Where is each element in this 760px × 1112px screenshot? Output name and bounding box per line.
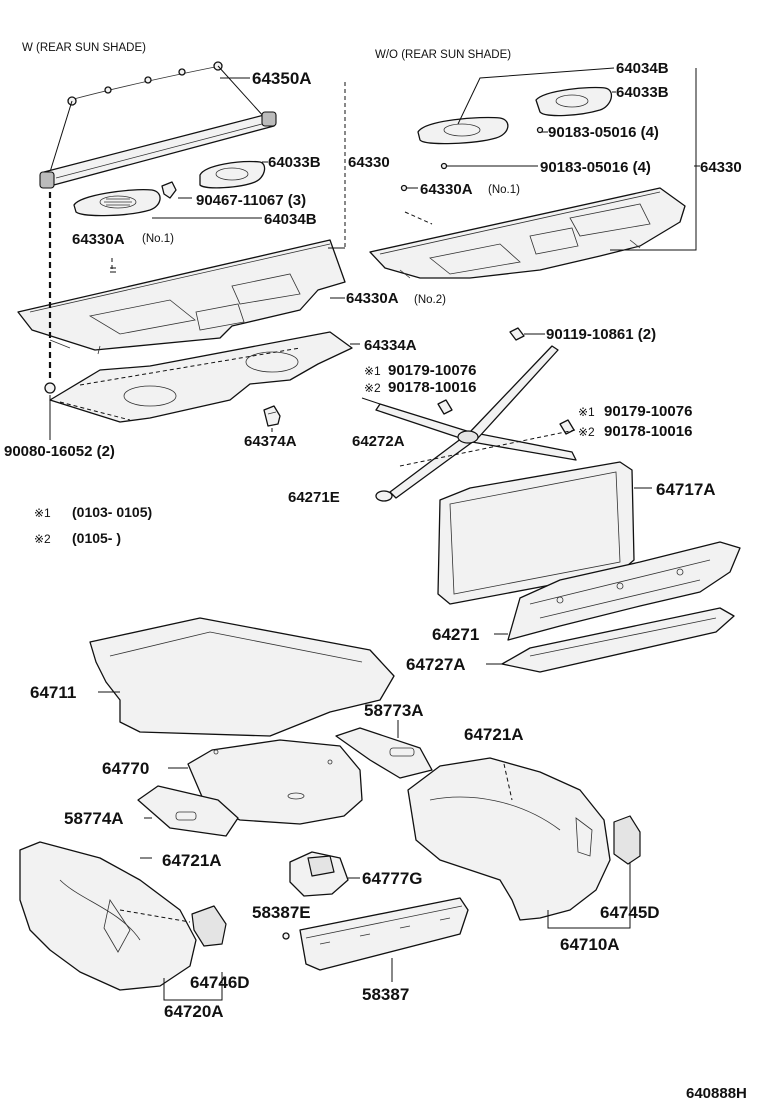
- leaders-left: [49, 77, 360, 440]
- label-64720A: 64720A: [164, 1002, 224, 1021]
- label-64777G: 64777G: [362, 869, 423, 888]
- label-90183-b: 90183-05016 (4): [540, 159, 651, 176]
- note-mark2: ※2: [34, 532, 51, 546]
- scuff-plate-58387: [282, 897, 469, 982]
- label-64710A: 64710A: [560, 935, 620, 954]
- label-no2: (No.2): [414, 294, 446, 306]
- package-tray-right: [369, 187, 686, 279]
- speaker-cover-left-upper: [199, 160, 266, 189]
- label-64745D: 64745D: [600, 903, 660, 922]
- sun-shade-assembly: [39, 61, 277, 189]
- label-64770: 64770: [102, 759, 149, 778]
- label-90179-a: 90179-10076: [388, 362, 476, 379]
- label-90179-b: 90179-10076: [604, 403, 692, 420]
- clip-90467: [161, 181, 177, 199]
- sill-plate-64727A: [486, 607, 735, 673]
- speaker-cover-left-lower: [73, 189, 161, 217]
- label-64271: 64271: [432, 625, 479, 644]
- label-64717A: 64717A: [656, 480, 716, 499]
- label-90119: 90119-10861 (2): [546, 326, 656, 343]
- mark2-b: ※2: [578, 425, 595, 439]
- clip-64330A-no1-right: [400, 184, 408, 192]
- label-64330A-no1-right: 64330A: [420, 181, 473, 198]
- label-64033B-right: 64033B: [616, 84, 669, 101]
- cover-58773A: [335, 720, 433, 779]
- label-64374A: 64374A: [244, 433, 297, 450]
- label-90080: 90080-16052 (2): [4, 443, 115, 460]
- label-64711: 64711: [30, 683, 76, 702]
- speaker-cover-right-upper: [535, 86, 613, 117]
- mark1-a: ※1: [364, 364, 381, 378]
- label-90183-a: 90183-05016 (4): [548, 124, 659, 141]
- note-range1: (0103- 0105): [72, 504, 152, 520]
- label-64271E: 64271E: [288, 489, 340, 506]
- rear-panel-64717A: [437, 461, 652, 605]
- bracket-64374A: [263, 405, 281, 427]
- floor-carpet-64711: [89, 617, 395, 737]
- label-64746D: 64746D: [190, 973, 250, 992]
- label-64272A: 64272A: [352, 433, 405, 450]
- label-90178-b: 90178-10016: [604, 423, 692, 440]
- side-trim-64710A: [407, 757, 641, 929]
- label-64330-left: 64330: [348, 154, 390, 171]
- screw-90183-b: [440, 162, 448, 170]
- screw-90183-a: [536, 126, 544, 134]
- note-mark1: ※1: [34, 506, 51, 520]
- bolt-90080: [44, 382, 56, 394]
- label-64034B-left: 64034B: [264, 211, 317, 228]
- cross-brace: [361, 327, 577, 502]
- label-64330-right: 64330: [700, 159, 742, 176]
- label-58774A: 58774A: [64, 809, 124, 828]
- label-64034B-right: 64034B: [616, 60, 669, 77]
- label-64330A-no2: 64330A: [346, 290, 399, 307]
- mark1-b: ※1: [578, 405, 595, 419]
- leaders-right: [404, 67, 700, 251]
- label-64721A-left: 64721A: [162, 851, 222, 870]
- label-64334A: 64334A: [364, 337, 417, 354]
- label-64033B-left: 64033B: [268, 154, 321, 171]
- label-64727A: 64727A: [406, 655, 466, 674]
- label-58773A: 58773A: [364, 701, 424, 720]
- label-64721A-right: 64721A: [464, 725, 524, 744]
- jack-holder-64777G: [289, 851, 360, 897]
- label-64350A: 64350A: [252, 69, 312, 88]
- speaker-cover-right-lower: [417, 116, 509, 145]
- header-without-sun-shade: W/O (REAR SUN SHADE): [375, 49, 511, 61]
- cover-58774A: [137, 785, 239, 837]
- note-range2: (0105- ): [72, 530, 121, 546]
- label-90178-a: 90178-10016: [388, 379, 476, 396]
- package-tray-left: [17, 239, 346, 355]
- label-no1-right: (No.1): [488, 184, 520, 196]
- header-with-sun-shade: W (REAR SUN SHADE): [22, 42, 146, 54]
- label-58387E: 58387E: [252, 903, 311, 922]
- tray-mat: [49, 331, 353, 423]
- side-rail-64271: [494, 541, 741, 641]
- mark2-a: ※2: [364, 381, 381, 395]
- label-no1-left: (No.1): [142, 233, 174, 245]
- side-trim-64720A: [19, 841, 227, 1001]
- figure-code: 640888H: [686, 1085, 747, 1102]
- label-58387: 58387: [362, 985, 409, 1004]
- label-64330A-no1-left: 64330A: [72, 231, 125, 248]
- label-90467: 90467-11067 (3): [196, 192, 306, 209]
